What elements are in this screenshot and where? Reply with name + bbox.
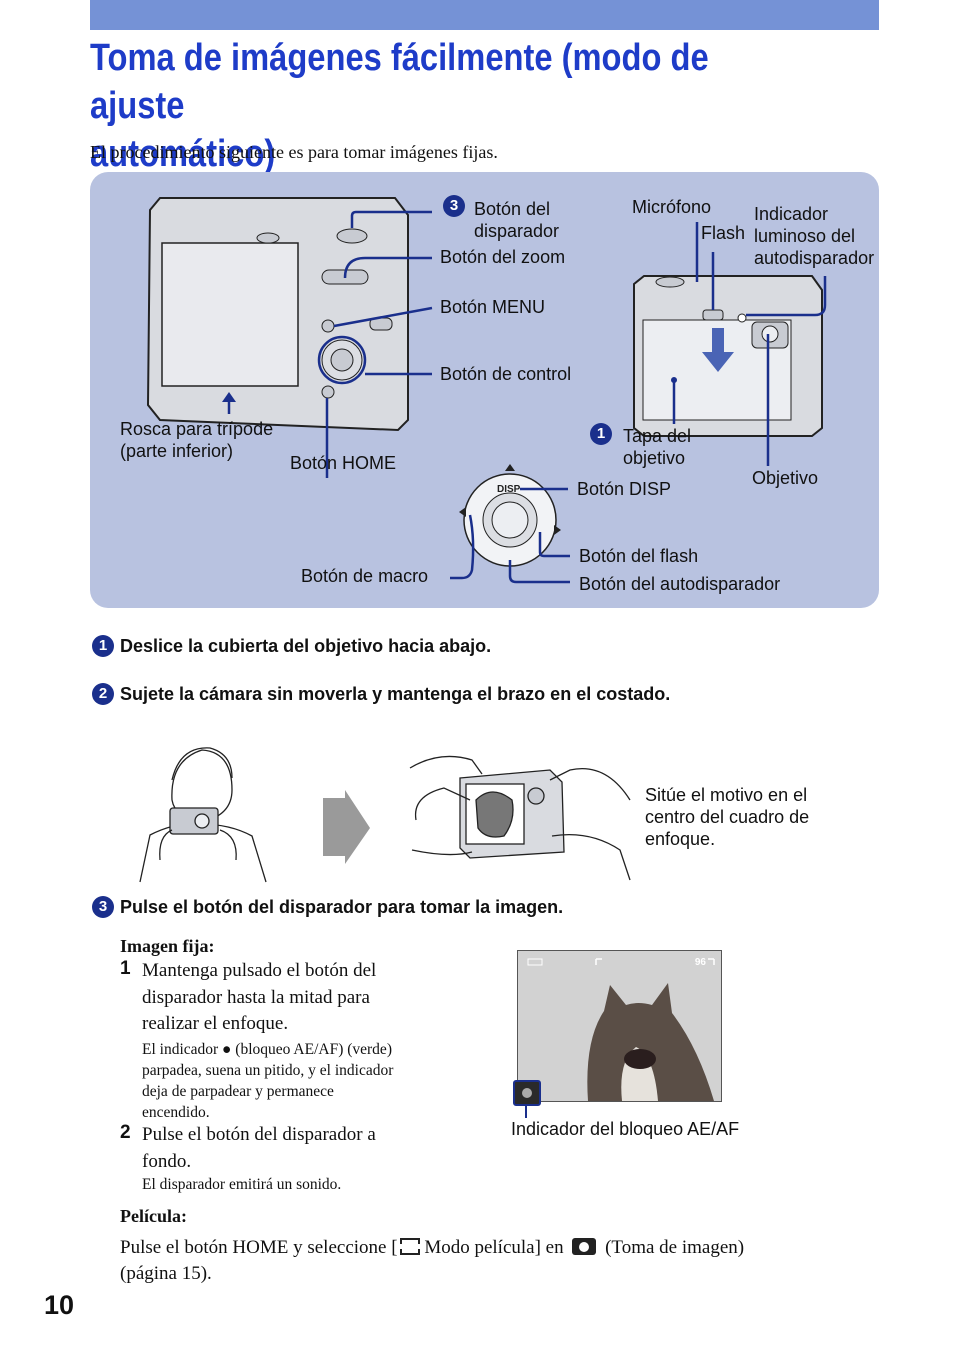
label-cover-line1: Tapa del xyxy=(623,426,692,446)
label-control-button: Botón de control xyxy=(440,364,572,384)
label-tripod-line1: Rosca para trípode xyxy=(120,419,274,439)
still-heading: Imagen fija: xyxy=(120,936,215,956)
still-s1-line1: Mantenga pulsado el botón del xyxy=(142,960,377,981)
camera-icon xyxy=(572,1238,597,1255)
movie-heading: Película: xyxy=(120,1206,187,1226)
intro-text: El procedimiento siguiente es para tomar… xyxy=(90,142,498,162)
label-zoom-button: Botón del zoom xyxy=(440,247,566,267)
callout-number-3: 3 xyxy=(443,195,465,217)
lock-leader-line xyxy=(525,1104,527,1118)
step-1-text: Deslice la cubierta del objetivo hacia a… xyxy=(120,636,492,656)
film-icon xyxy=(399,1238,420,1255)
holding-illustrations xyxy=(139,747,631,883)
still-step-2-text: Pulse el botón del disparador a fondo. xyxy=(142,1122,376,1175)
label-indicator-line2: luminoso del xyxy=(754,226,856,246)
ae-af-lock-indicator xyxy=(513,1080,541,1106)
label-cover-line2: objetivo xyxy=(623,448,686,468)
label-microphone: Micrófono xyxy=(632,197,712,217)
arrow-icon xyxy=(323,790,370,864)
hands-holding-camera xyxy=(409,755,631,881)
title-line-1: Toma de imágenes fácilmente (modo de aju… xyxy=(90,37,709,127)
label-indicator-line1: Indicador xyxy=(754,204,829,224)
still-note-line3: deja de parpadear y permanece xyxy=(142,1083,334,1100)
still-note-line2: parpadea, suena un pitido, y el indicado… xyxy=(142,1062,394,1079)
step-2-text: Sujete la cámara sin moverla y mantenga … xyxy=(120,684,671,704)
step-1-number: 1 xyxy=(92,635,114,657)
label-self-timer-button: Botón del autodisparador xyxy=(579,574,781,594)
focus-tip: Sitúe el motivo en el centro del cuadro … xyxy=(645,784,809,850)
still-step-1-note: El indicador ● (bloqueo AE/AF) (verde) p… xyxy=(142,1039,393,1123)
label-macro-button: Botón de macro xyxy=(301,566,429,586)
lock-dot-icon xyxy=(522,1088,532,1098)
movie-text: Pulse el botón HOME y seleccione [ Modo … xyxy=(120,1235,744,1287)
step-3-text: Pulse el botón del disparador para tomar… xyxy=(120,897,564,917)
movie-text-line2: (página 15). xyxy=(120,1263,212,1284)
label-self-timer-indicator: Indicador luminoso del autodisparador xyxy=(754,203,874,269)
header-bar xyxy=(90,0,879,30)
still-step-2-note: El disparador emitirá un sonido. xyxy=(142,1176,342,1193)
focus-tip-line2: centro del cuadro de xyxy=(645,807,810,827)
label-disp-button: Botón DISP xyxy=(577,479,672,499)
label-shutter-line1: Botón del xyxy=(474,199,551,219)
movie-text-c: (Toma de imagen) xyxy=(600,1237,745,1258)
camera-back-illustration xyxy=(146,197,409,432)
still-step-1-number: 1 xyxy=(120,958,131,979)
camera-front-illustration xyxy=(633,275,823,437)
label-tripod: Rosca para trípode (parte inferior) xyxy=(120,418,273,462)
movie-text-b: Modo película] en xyxy=(419,1237,569,1258)
callout-number-1: 1 xyxy=(590,423,612,445)
camera-diagram: DISP xyxy=(146,197,827,584)
still-note-line1: El indicador ● (bloqueo AE/AF) (verde) xyxy=(142,1041,392,1058)
label-home-button: Botón HOME xyxy=(290,453,397,473)
label-tripod-line2: (parte inferior) xyxy=(120,441,234,461)
label-lens: Objetivo xyxy=(752,468,819,488)
label-indicator-line3: autodisparador xyxy=(754,248,875,268)
step-3-number: 3 xyxy=(92,896,114,918)
focus-tip-line3: enfoque. xyxy=(645,829,716,849)
page-title: Toma de imágenes fácilmente (modo de aju… xyxy=(90,34,778,178)
still-s2-line1: Pulse el botón del disparador a xyxy=(142,1124,376,1145)
still-s1-line2: disparador hasta la mitad para xyxy=(142,986,370,1008)
label-ae-af-lock: Indicador del bloqueo AE/AF xyxy=(511,1119,740,1139)
control-wheel-illustration: DISP xyxy=(459,464,561,567)
still-s2-line2: fondo. xyxy=(142,1150,192,1172)
still-step-2-number: 2 xyxy=(120,1122,131,1143)
label-shutter-line2: disparador xyxy=(474,221,560,241)
label-flash-button: Botón del flash xyxy=(579,546,699,566)
shots-remaining: 96 xyxy=(695,957,707,968)
person-holding-camera xyxy=(139,747,267,883)
focus-tip-line1: Sitúe el motivo en el xyxy=(645,785,808,805)
page-number: 10 xyxy=(44,1290,75,1320)
label-menu-button: Botón MENU xyxy=(440,297,546,317)
title-line-2: automático) xyxy=(90,133,276,175)
dog-photo: 96 xyxy=(518,951,721,1101)
still-s1-line3: realizar el enfoque. xyxy=(142,1013,289,1034)
lcd-preview: 96 xyxy=(517,950,722,1102)
label-lens-cover: Tapa del objetivo xyxy=(623,425,691,469)
label-shutter-button: Botón del disparador xyxy=(474,198,559,242)
label-flash: Flash xyxy=(701,223,746,243)
step-2-number: 2 xyxy=(92,683,114,705)
movie-text-a: Pulse el botón HOME y seleccione [ xyxy=(120,1237,398,1258)
still-step-1-text: Mantenga pulsado el botón del disparador… xyxy=(142,958,376,1038)
still-note-line4: encendido. xyxy=(142,1104,210,1121)
disp-mark: DISP xyxy=(497,484,521,495)
